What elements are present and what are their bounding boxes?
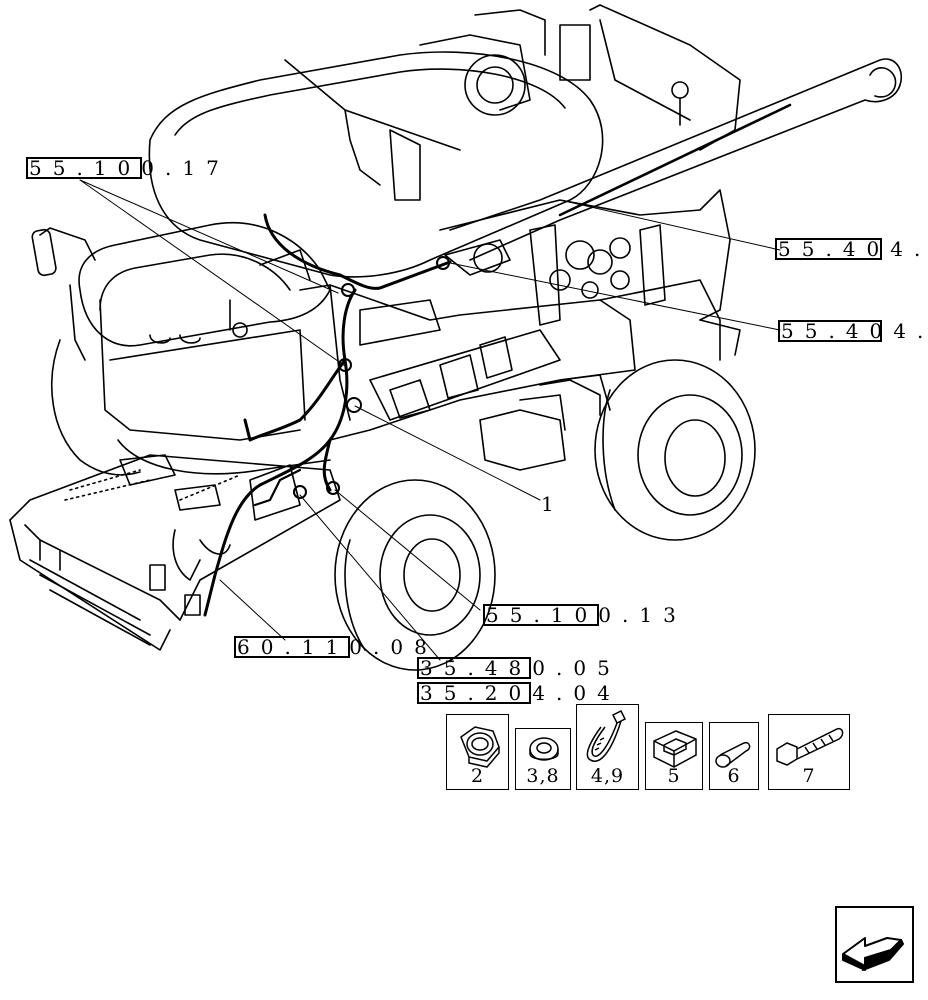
callout-item-1: 1 <box>541 492 554 516</box>
clip-icon <box>653 730 697 768</box>
reference-code-35-480-05[interactable]: 35.480.05 <box>417 657 621 679</box>
hex-nut-icon <box>460 726 500 768</box>
part-item-6[interactable]: 6 <box>709 722 759 790</box>
part-item-5[interactable]: 5 <box>645 722 703 790</box>
reference-box <box>26 157 142 179</box>
reference-code-35-204-04[interactable]: 35.204.04 <box>417 682 621 704</box>
reference-box <box>417 682 531 704</box>
part-item-2[interactable]: 2 <box>446 714 509 790</box>
cable-tie-icon <box>586 709 627 762</box>
pin-icon <box>715 741 751 768</box>
reference-box <box>778 320 882 342</box>
reference-box <box>417 657 531 679</box>
part-item-3-8[interactable]: 3,8 <box>515 728 571 790</box>
part-item-7[interactable]: 7 <box>768 714 850 790</box>
next-page-button[interactable] <box>835 906 914 983</box>
reference-code-55-404-upper[interactable]: 55.404. <box>775 238 928 260</box>
bolt-icon <box>776 727 844 766</box>
reference-code-55-100-17[interactable]: 55.100.17 <box>26 157 230 179</box>
part-item-4-9[interactable]: 4,9 <box>576 704 639 790</box>
reference-code-55-404-lower[interactable]: 55.404. <box>778 320 928 342</box>
next-page-arrow-icon <box>842 937 904 971</box>
reference-box <box>234 636 350 658</box>
reference-box <box>775 238 882 260</box>
reference-box <box>483 604 599 626</box>
washer-icon <box>529 737 559 761</box>
reference-code-55-100-13[interactable]: 55.100.13 <box>483 604 687 626</box>
reference-code-60-110-08[interactable]: 60.110.08 <box>234 636 438 658</box>
